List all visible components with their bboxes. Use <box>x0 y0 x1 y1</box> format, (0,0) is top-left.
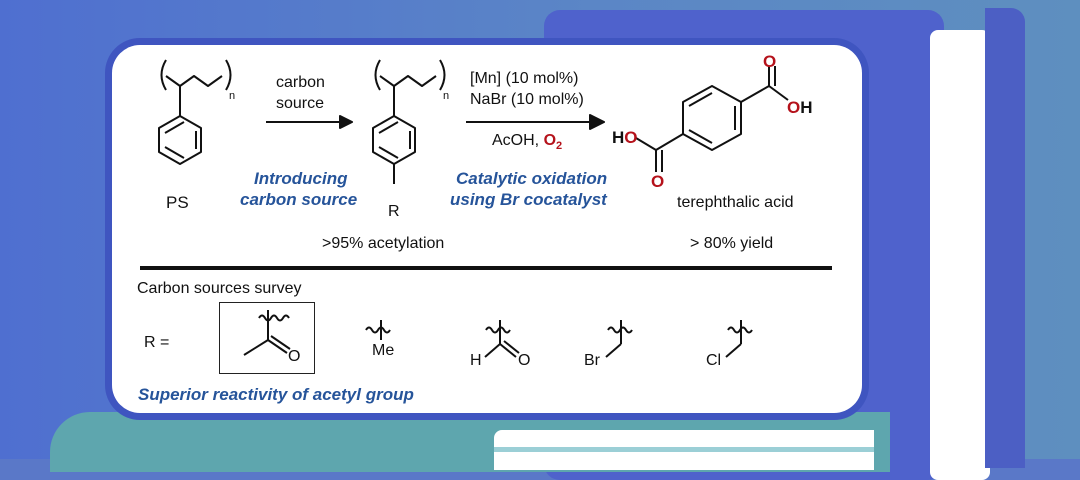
chlorine-label: Cl <box>706 352 722 369</box>
scheme-card <box>112 45 862 413</box>
book-page-illustration <box>930 30 990 480</box>
acetyl-group-structure <box>243 310 291 356</box>
survey-title: Carbon sources survey <box>137 280 302 297</box>
chloromethyl-group-structure <box>725 320 753 358</box>
atom-o-bottom: O <box>651 172 665 191</box>
oxidant-label: O2 <box>543 132 563 153</box>
step2-cocatalyst-line: NaBr (10 mol%) <box>470 91 584 108</box>
formyl-h-label: H <box>470 352 482 369</box>
step1-reagent-line1: carbon <box>276 74 325 91</box>
polystyrene-structure <box>158 59 232 165</box>
reactant-label: PS <box>166 193 189 212</box>
product-label: terephthalic acid <box>677 194 794 211</box>
step1-caption-line2: carbon source <box>240 190 358 209</box>
step2-caption-line2: using Br cocatalyst <box>450 190 607 209</box>
atom-o-left: O <box>624 128 638 147</box>
survey-conclusion: Superior reactivity of acetyl group <box>138 385 414 404</box>
oxidant-subscript: 2 <box>556 140 563 153</box>
step1-reagent-line2: source <box>276 95 325 112</box>
oxidant-o-symbol: O <box>543 132 557 149</box>
book-stripe-illustration <box>494 447 874 452</box>
step1-caption-line1: Introducing <box>254 169 348 188</box>
yield-note: > 80% yield <box>690 235 774 252</box>
step2-caption-line1: Catalytic oxidation <box>456 169 608 188</box>
formyl-group-structure <box>484 320 520 358</box>
reaction-scheme-graphic <box>140 59 832 358</box>
atom-ho-left: HO <box>612 128 638 147</box>
acetyl-o-label: O <box>288 348 301 365</box>
acetyl-highlight-box <box>219 302 315 374</box>
functionalized-polystyrene-structure <box>372 59 446 184</box>
bromomethyl-group-structure <box>605 320 633 358</box>
terephthalic-acid-structure <box>635 66 789 172</box>
methyl-label: Me <box>372 342 395 359</box>
book-spine-illustration <box>985 8 1025 468</box>
atom-o-top: O <box>763 52 777 71</box>
acetylation-note: >95% acetylation <box>322 235 445 252</box>
atom-oh-right: OH <box>787 98 813 117</box>
subscript-n-1: n <box>229 90 236 102</box>
subscript-n-2: n <box>443 90 450 102</box>
methyl-group-structure <box>365 320 391 340</box>
solvent-label: AcOH, <box>492 132 544 149</box>
bromine-label: Br <box>584 352 600 369</box>
step2-conditions: AcOH, O2 <box>492 132 562 152</box>
step2-catalyst-line: [Mn] (10 mol%) <box>470 70 579 87</box>
formyl-o-label: O <box>518 352 531 369</box>
atom-o-right: O <box>787 98 801 117</box>
r-equals-label: R = <box>144 334 170 351</box>
substituent-r-label: R <box>388 203 400 220</box>
